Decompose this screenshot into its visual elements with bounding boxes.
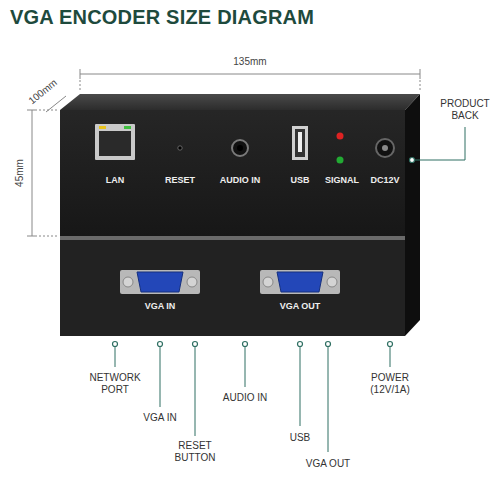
leader-lines bbox=[115, 127, 465, 452]
vga-connector bbox=[260, 270, 340, 294]
port-label: USB bbox=[285, 174, 315, 186]
port-label: VGA IN bbox=[130, 300, 190, 312]
vga-screw bbox=[263, 277, 273, 287]
leader-line bbox=[328, 344, 329, 452]
width-dimension bbox=[80, 74, 420, 75]
callout-label: VGA IN bbox=[130, 412, 190, 424]
port-label: LAN bbox=[95, 174, 135, 186]
dimension-tick bbox=[27, 236, 37, 237]
dimension-tick bbox=[27, 110, 37, 111]
leader-line bbox=[300, 344, 301, 426]
vga-plate bbox=[260, 270, 340, 294]
dimension-lines bbox=[27, 69, 420, 236]
signal-led bbox=[337, 157, 344, 164]
dimension-tick bbox=[80, 69, 81, 79]
leader-dot bbox=[113, 342, 118, 347]
leader-dot bbox=[158, 342, 163, 347]
vga-screw bbox=[187, 277, 197, 287]
port-label: DC12V bbox=[365, 174, 405, 186]
leader-line bbox=[160, 344, 161, 407]
leader-line bbox=[115, 344, 116, 367]
port-label: SIGNAL bbox=[320, 174, 364, 186]
dimension-label: 45mm bbox=[14, 153, 26, 193]
front-panel bbox=[60, 240, 405, 336]
housing-side bbox=[405, 94, 420, 336]
dimension-label: 135mm bbox=[225, 56, 275, 68]
port-label: AUDIO IN bbox=[212, 174, 268, 186]
port-label: VGA OUT bbox=[270, 300, 330, 312]
lan-led bbox=[124, 126, 131, 129]
callout-label: PRODUCT BACK bbox=[436, 98, 494, 122]
leader-line bbox=[195, 344, 196, 436]
callout-label: VGA OUT bbox=[298, 458, 358, 470]
callout-label: NETWORK PORT bbox=[85, 372, 145, 396]
back-panel bbox=[60, 110, 405, 236]
vga-socket bbox=[277, 272, 323, 292]
power-pin bbox=[382, 145, 388, 151]
power-jack bbox=[376, 139, 394, 157]
leader-line bbox=[412, 127, 465, 160]
vga-socket bbox=[137, 272, 183, 292]
diagram-title: VGA ENCODER SIZE DIAGRAM bbox=[10, 6, 314, 29]
leader-line bbox=[245, 344, 246, 387]
signal-led bbox=[337, 133, 344, 140]
usb-tongue bbox=[298, 132, 302, 152]
extension-line bbox=[39, 236, 57, 237]
audio-jack-hole bbox=[237, 145, 243, 151]
callout-label: RESET BUTTON bbox=[166, 440, 224, 464]
callout-label: AUDIO IN bbox=[215, 392, 275, 404]
vga-plate bbox=[120, 270, 200, 294]
usb-port bbox=[292, 126, 308, 160]
vga-screw bbox=[327, 277, 337, 287]
callout-label: POWER (12V/1A) bbox=[361, 372, 419, 396]
lan-socket bbox=[99, 131, 131, 156]
leader-dot bbox=[410, 158, 415, 163]
leader-dot bbox=[298, 342, 303, 347]
leader-line bbox=[390, 344, 391, 367]
reset-hole bbox=[178, 146, 182, 150]
lan-led bbox=[99, 126, 106, 129]
leader-dots bbox=[113, 158, 415, 347]
lan-port bbox=[95, 124, 135, 160]
leader-dot bbox=[243, 342, 248, 347]
callout-label: USB bbox=[280, 432, 320, 444]
dimension-tick bbox=[420, 69, 421, 79]
audio-jack bbox=[232, 140, 248, 156]
usb-socket bbox=[295, 129, 305, 157]
height-dimension bbox=[32, 110, 33, 236]
extension-line bbox=[80, 80, 81, 91]
leader-dot bbox=[193, 342, 198, 347]
panel-seam bbox=[60, 236, 405, 240]
vga-screw bbox=[123, 277, 133, 287]
vga-connector bbox=[120, 270, 200, 294]
housing-top bbox=[60, 94, 420, 110]
port-label: RESET bbox=[160, 174, 200, 186]
extension-line bbox=[420, 80, 421, 91]
leader-dot bbox=[388, 342, 393, 347]
leader-dot bbox=[326, 342, 331, 347]
